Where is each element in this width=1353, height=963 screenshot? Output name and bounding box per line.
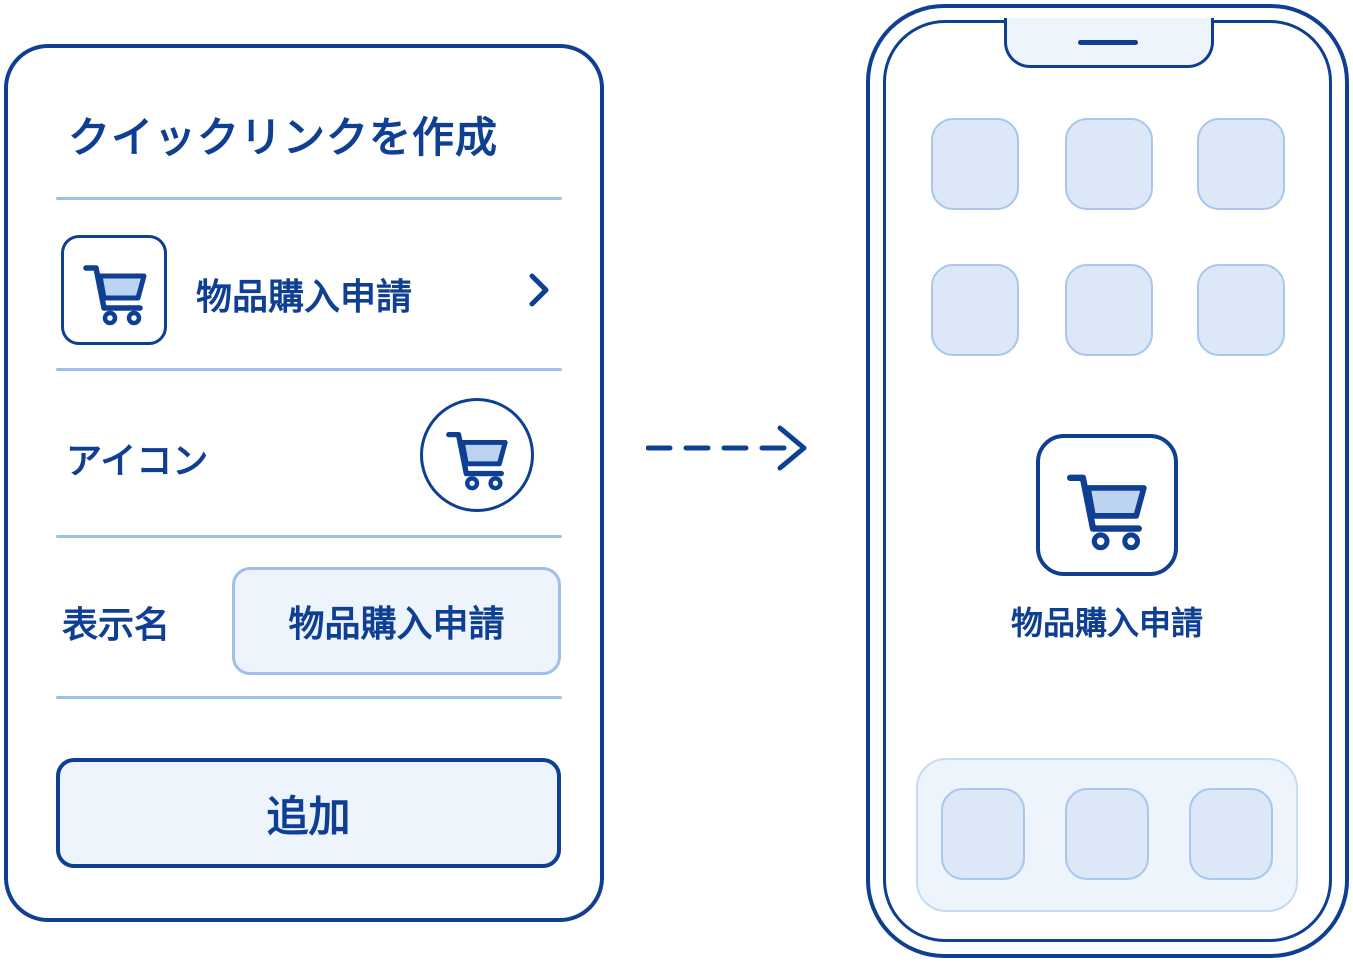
add-button[interactable]: 追加: [56, 758, 561, 868]
display-name-input[interactable]: [232, 567, 561, 675]
app-icon[interactable]: [931, 264, 1019, 356]
dashed-arrow-icon: [646, 425, 807, 471]
chevron-right-icon: [529, 273, 549, 307]
icon-picker-button[interactable]: [420, 398, 534, 512]
dock-app-icon[interactable]: [941, 788, 1025, 880]
app-icon[interactable]: [931, 118, 1019, 210]
quick-link-app-icon[interactable]: [1036, 434, 1178, 576]
display-name-label: 表示名: [62, 605, 171, 646]
app-icon[interactable]: [1065, 118, 1153, 210]
icon-field-label: アイコン: [66, 441, 209, 482]
link-item-row[interactable]: 物品購入申請: [56, 226, 562, 346]
panel-title: クイックリンクを作成: [68, 113, 499, 162]
divider: [56, 368, 562, 371]
quick-link-panel: クイックリンクを作成 物品購入申請 アイコン 表示名 追加: [4, 44, 604, 922]
cart-icon: [83, 265, 147, 326]
dock-app-icon[interactable]: [1065, 788, 1149, 880]
app-icon[interactable]: [1197, 118, 1285, 210]
phone-speaker: [1078, 40, 1138, 45]
link-item-icon-box: [61, 235, 167, 345]
app-icon[interactable]: [1197, 264, 1285, 356]
quick-link-app-label: 物品購入申請: [1010, 604, 1203, 642]
cart-icon: [1066, 474, 1147, 551]
divider: [56, 696, 562, 699]
link-item-label: 物品購入申請: [196, 277, 413, 318]
app-icon[interactable]: [1065, 264, 1153, 356]
divider: [56, 197, 562, 200]
divider: [56, 535, 562, 538]
cart-icon: [446, 431, 508, 491]
dock-app-icon[interactable]: [1189, 788, 1273, 880]
